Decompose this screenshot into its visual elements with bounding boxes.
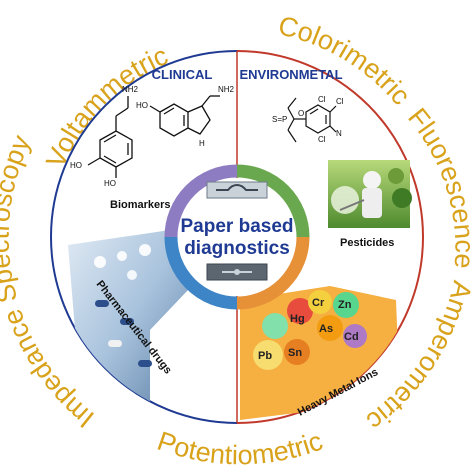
ring-segment-purple [164,164,238,238]
ion-pb: Pb [258,350,272,362]
center-title-line1: Paper based [181,216,294,237]
serotonin-nh-label: H [199,139,205,148]
pesticide-n-label: N [336,129,342,138]
pesticide-cl-right-label: Cl [336,97,344,106]
pesticide-structure-icon [287,97,337,143]
center-title-line2: diagnostics [184,238,290,259]
section-title-clinical: CLINICAL [152,67,213,82]
pesticide-cl-top-label: Cl [318,95,326,104]
ring-segment-blue [164,236,238,310]
ion-cd: Cd [344,331,359,343]
pesticide-o-label: O [298,109,304,118]
dopamine-ho-top-label: HO [70,161,82,170]
ion-as: As [319,323,333,335]
serotonin-structure-icon [149,95,220,137]
caption-biomarkers: Biomarkers [110,199,171,211]
ion-cr: Cr [312,297,325,309]
ion-zn: Zn [338,299,352,311]
dopamine-ho-bottom-label: HO [104,179,116,188]
paper-device-top-icon [206,181,268,199]
serotonin-ho-label: HO [136,101,148,110]
section-title-environmental: ENVIRONMETAL [239,67,342,82]
caption-pesticides: Pesticides [340,237,394,249]
dopamine-structure-icon [87,96,133,178]
center-ring [164,164,310,310]
pesticide-spraying-photo [328,160,412,228]
serotonin-nh2-label: NH2 [218,85,235,94]
dopamine-nh2-label: NH2 [122,85,139,94]
ring-segment-green [236,164,310,238]
pesticide-sp-label: S=P [272,115,287,124]
ion-hg: Hg [290,313,305,325]
ring-segment-orange [236,236,310,310]
paper-device-bottom-icon [206,263,268,281]
ion-sn: Sn [288,347,302,359]
method-potentiometric: Potentiometric [154,426,327,471]
pesticide-cl-bottom-label: Cl [318,135,326,144]
